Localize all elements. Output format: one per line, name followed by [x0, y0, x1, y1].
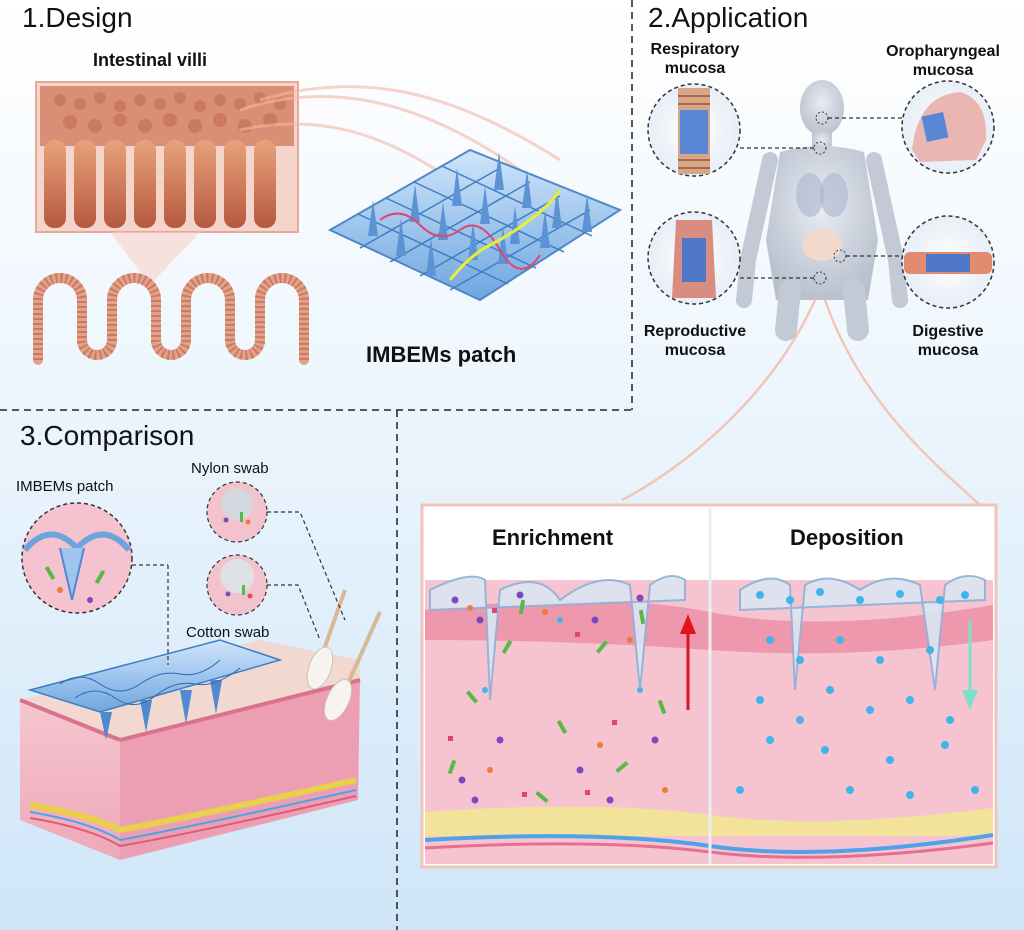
section-title-comparison: 3.Comparison [20, 420, 195, 451]
digestive-mucosa-label: Digestive mucosa [890, 322, 1006, 360]
skin-patch [27, 639, 283, 740]
nylon-swab-circle [206, 481, 268, 543]
digestive-mucosa-circle [901, 215, 995, 309]
intestinal-villi-label: Intestinal villi [93, 50, 208, 70]
imbems-patch-illustration [327, 148, 623, 302]
human-body-figure [736, 80, 908, 341]
enrichment-microneedles [429, 575, 686, 701]
imbems-patch-label: IMBEMs patch [366, 342, 517, 367]
respiratory-mucosa-label: Respiratory mucosa [632, 40, 758, 78]
respiratory-mucosa-circle [647, 83, 741, 177]
enrichment-label: Enrichment [492, 525, 614, 550]
digestive-label-line1: Digestive [912, 323, 984, 340]
reproductive-mucosa-label: Reproductive mucosa [630, 322, 760, 360]
oropharyngeal-mucosa-label: Oropharyngeal mucosa [874, 42, 1012, 80]
oropharyngeal-label-line1: Oropharyngeal [886, 43, 1000, 60]
deposition-particles [736, 588, 979, 799]
swab-illustrations [306, 589, 382, 721]
process-panel [420, 503, 998, 869]
comparison-patch-label: IMBEMs patch [16, 478, 114, 495]
oropharyngeal-mucosa-circle [901, 80, 995, 174]
nylon-swab-label: Nylon swab [191, 460, 269, 477]
respiratory-label-line2: mucosa [664, 60, 726, 77]
deposition-label: Deposition [790, 525, 904, 550]
section-dividers [0, 0, 633, 930]
section-title-application: 2.Application [648, 2, 809, 33]
enrichment-arrow [680, 614, 696, 710]
digestive-label-line2: mucosa [917, 342, 979, 359]
intestinal-villi-panel [35, 81, 299, 285]
oropharyngeal-label-line2: mucosa [912, 62, 974, 79]
deposition-microneedles [739, 575, 986, 691]
reproductive-mucosa-circle [647, 211, 741, 305]
swab-leaders [267, 511, 346, 641]
villi-schematic [33, 273, 309, 365]
reproductive-label-line1: Reproductive [643, 323, 747, 340]
respiratory-label-line1: Respiratory [650, 41, 740, 58]
cotton-swab-circle [206, 554, 268, 616]
application-connectors [740, 117, 902, 279]
section-title-design: 1.Design [22, 2, 133, 33]
zoom-rays [621, 299, 981, 506]
cotton-swab-label: Cotton swab [186, 624, 270, 641]
reproductive-label-line2: mucosa [664, 342, 726, 359]
patch-zoom-circle [21, 502, 133, 614]
enrichment-particles [447, 591, 668, 804]
deposition-arrow [962, 620, 978, 710]
